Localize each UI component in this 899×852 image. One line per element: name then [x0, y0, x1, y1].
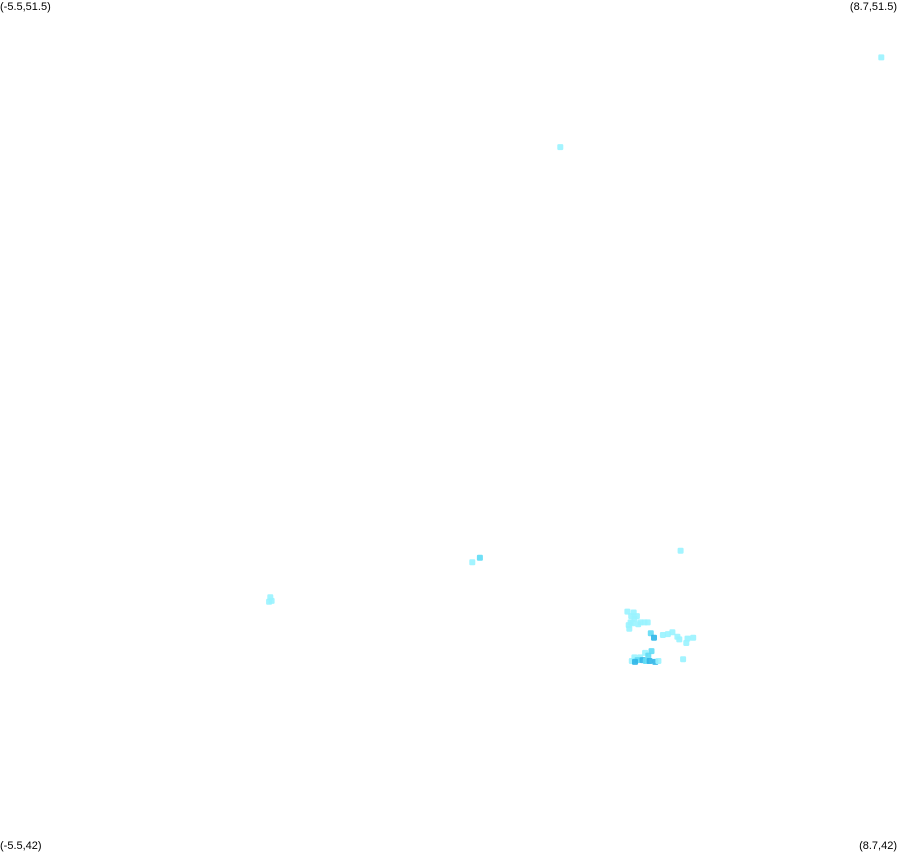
data-point: [557, 144, 564, 151]
data-point: [669, 629, 676, 636]
data-point: [469, 559, 476, 566]
corner-label-bottom-right: (8.7,42): [859, 840, 897, 852]
data-point: [690, 634, 697, 641]
data-point: [651, 634, 657, 641]
data-point: [676, 636, 683, 643]
data-point: [635, 621, 642, 628]
data-point: [680, 656, 687, 663]
data-point: [878, 54, 885, 61]
corner-label-top-left: (-5.5,51.5): [0, 1, 51, 13]
data-point: [632, 658, 638, 665]
data-point: [626, 625, 633, 632]
data-point: [624, 608, 631, 615]
data-point: [655, 658, 662, 664]
data-point: [646, 658, 653, 664]
data-point: [476, 554, 483, 561]
corner-label-top-right: (8.7,51.5): [849, 1, 897, 13]
data-point: [645, 652, 652, 659]
data-point: [644, 619, 651, 626]
data-point: [683, 640, 690, 646]
data-point: [268, 597, 275, 604]
corner-label-bottom-left: (-5.5,42): [0, 840, 42, 852]
data-point: [659, 632, 666, 638]
data-point: [677, 547, 684, 554]
